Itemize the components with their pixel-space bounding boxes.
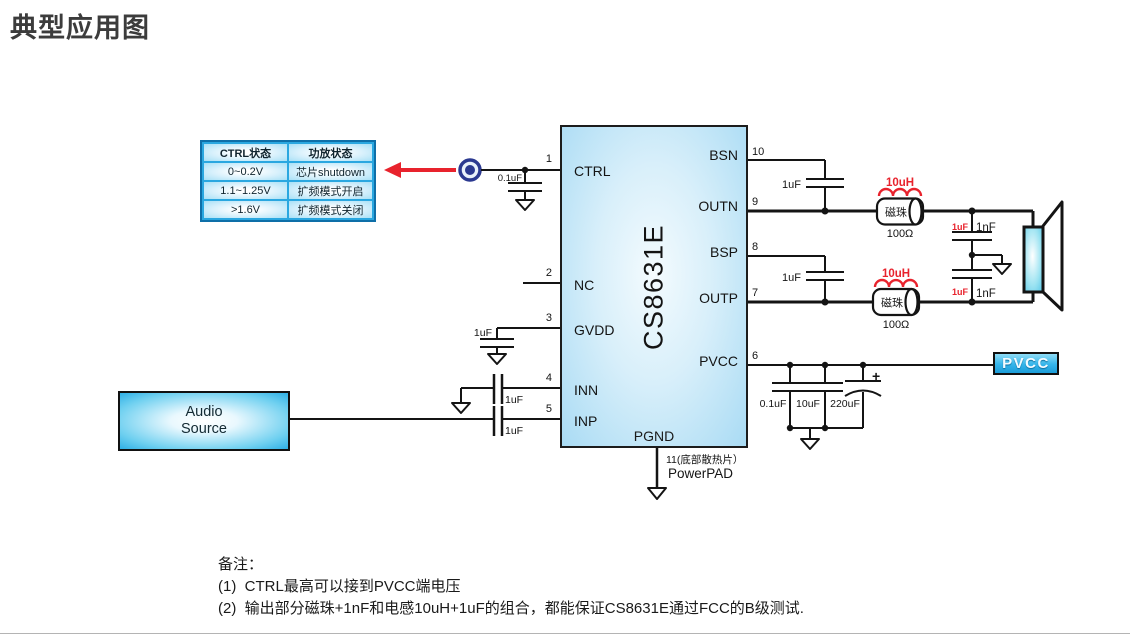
table-cell: 扩频模式关闭 [289, 201, 372, 218]
table-cell: 0~0.2V [204, 163, 287, 180]
pin-label-inp: INP [574, 413, 598, 429]
pin-number-9: 9 [752, 196, 758, 208]
pin-label-ctrl: CTRL [574, 163, 611, 179]
ic-cs8631e: CTRL NC GVDD INN INP BSN OUTN BSP OUTP P… [560, 125, 748, 448]
pin-label-nc: NC [574, 277, 595, 293]
outp-inductor-icon [873, 278, 919, 288]
outn-ferrite-bead: 磁珠 [875, 197, 925, 226]
bsp-cap-value: 1uF [782, 272, 801, 284]
ctrl-input-circuit [481, 166, 560, 211]
pvcc-supply-tag: PVCC [993, 352, 1059, 375]
pin-number-1: 1 [546, 153, 552, 165]
junction-dot [821, 207, 829, 215]
powerpad-pin-number: 11(底部散热片） [666, 453, 743, 466]
pgnd-circuit [647, 448, 667, 500]
outp-ferrite-bead: 磁珠 [871, 287, 921, 317]
inn-circuit [451, 374, 560, 414]
pin-label-outn: OUTN [698, 198, 738, 214]
audio-source-label-line2: Source [181, 421, 227, 437]
pin-number-4: 4 [546, 372, 552, 384]
pvcc-cap3-polarity: + [872, 368, 880, 384]
ctrl-connector-icon [458, 158, 482, 182]
notes-section: 备注： (1) CTRL最高可以接到PVCC端电压 (2) 输出部分磁珠+1nF… [218, 554, 804, 620]
pin-label-pvcc: PVCC [699, 353, 738, 369]
outp-inductor-value: 10uH [882, 268, 910, 280]
pvcc-cap3-value: 220uF [830, 398, 860, 410]
bsn-cap-value: 1uF [782, 179, 801, 191]
pvcc-cap1-value: 0.1uF [760, 398, 787, 410]
table-header-ctrl-state: CTRL状态 [204, 144, 287, 161]
pin-label-pgnd: PGND [633, 428, 675, 444]
pin-number-8: 8 [752, 241, 758, 253]
ctrl-state-table: CTRL状态 功放状态 0~0.2V 芯片shutdown 1.1~1.25V … [200, 140, 376, 222]
pin-number-3: 3 [546, 312, 552, 324]
filter-top-cap-alt-value: 1uF [952, 222, 969, 232]
note-item-1: (1) CTRL最高可以接到PVCC端电压 [218, 578, 461, 595]
table-header-amp-state: 功放状态 [289, 144, 372, 161]
pin-number-2: 2 [546, 267, 552, 279]
inp-cap-value: 1uF [505, 425, 523, 437]
pin-number-10: 10 [752, 146, 764, 158]
outn-inductor-value: 10uH [886, 177, 914, 189]
gvdd-cap-value: 1uF [474, 327, 492, 339]
junction-dot [821, 298, 829, 306]
table-cell: >1.6V [204, 201, 287, 218]
inn-cap-value: 1uF [505, 394, 523, 406]
pvcc-circuit [748, 361, 993, 450]
table-cell: 扩频模式开启 [289, 182, 372, 199]
pin-number-5: 5 [546, 403, 552, 415]
outn-line [748, 209, 1035, 228]
audio-source-label-line1: Audio [185, 404, 223, 420]
page-title: 典型应用图 [10, 13, 150, 43]
ctrl-cap-value: 0.1uF [498, 173, 522, 184]
speaker-icon [1022, 200, 1064, 312]
powerpad-label: PowerPAD [668, 466, 733, 481]
ic-part-number: CS8631E [638, 223, 669, 350]
bsp-bootstrap-circuit [748, 255, 844, 302]
pin-label-gvdd: GVDD [574, 322, 615, 338]
audio-source-block: Audio Source [118, 391, 290, 451]
pin-label-inn: INN [574, 382, 599, 398]
outn-bead-value: 100Ω [887, 228, 914, 240]
red-arrow [384, 162, 456, 178]
pvcc-supply-label: PVCC [1002, 355, 1050, 372]
gvdd-circuit [480, 327, 560, 365]
pin-label-bsp: BSP [709, 244, 738, 260]
pin-number-7: 7 [752, 287, 758, 299]
filter-bottom-cap-alt-value: 1uF [952, 287, 969, 297]
pin-number-6: 6 [752, 350, 758, 362]
outp-bead-value: 100Ω [883, 319, 910, 331]
table-cell: 1.1~1.25V [204, 182, 287, 199]
pin-label-bsn: BSN [709, 147, 738, 163]
filter-bottom-cap-value: 1nF [976, 288, 996, 300]
output-filter-circuit [952, 211, 1012, 302]
pvcc-cap2-value: 10uF [796, 398, 820, 410]
pin-label-outp: OUTP [699, 290, 738, 306]
filter-top-cap-value: 1nF [976, 222, 996, 234]
outn-inductor-icon [877, 187, 923, 197]
table-cell: 芯片shutdown [289, 163, 372, 180]
outp-bead-label: 磁珠 [881, 296, 903, 310]
inp-circuit [290, 406, 560, 436]
outn-bead-label: 磁珠 [885, 205, 907, 219]
note-item-2: (2) 输出部分磁珠+1nF和电感10uH+1uF的组合，都能保证CS8631E… [218, 600, 804, 617]
bsn-bootstrap-circuit [748, 159, 844, 211]
notes-heading: 备注： [218, 556, 264, 573]
pin-numbers: 1 2 3 4 5 10 9 8 7 6 [546, 146, 764, 415]
